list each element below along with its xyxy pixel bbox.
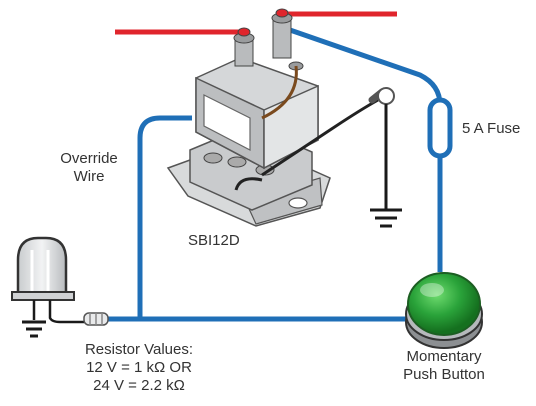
relay-icon (166, 8, 379, 227)
resistor-value-12v: 12 V = 1 kΩ OR (86, 359, 192, 376)
override-wire-label: Override Wire (52, 150, 126, 186)
button-line1: Momentary (406, 348, 482, 365)
fuse-label: 5 A Fuse (462, 120, 521, 137)
red-wires (115, 11, 397, 35)
override-line1: Override (60, 150, 118, 167)
override-line2: Wire (73, 168, 105, 185)
resistor-icon (83, 312, 109, 326)
fuse-icon (427, 97, 453, 159)
led-icon (11, 236, 86, 338)
model-label: SBI12D (188, 232, 240, 249)
push-button-label: Momentary Push Button (384, 348, 504, 384)
push-button-icon (405, 272, 483, 349)
resistor-value-24v: 24 V = 2.2 kΩ (93, 377, 185, 394)
button-line2: Push Button (403, 366, 485, 383)
resistor-title: Resistor Values: (84, 341, 194, 358)
ground-icon (368, 87, 402, 228)
resistor-values-label: Resistor Values: 12 V = 1 kΩ OR 24 V = 2… (70, 341, 208, 395)
